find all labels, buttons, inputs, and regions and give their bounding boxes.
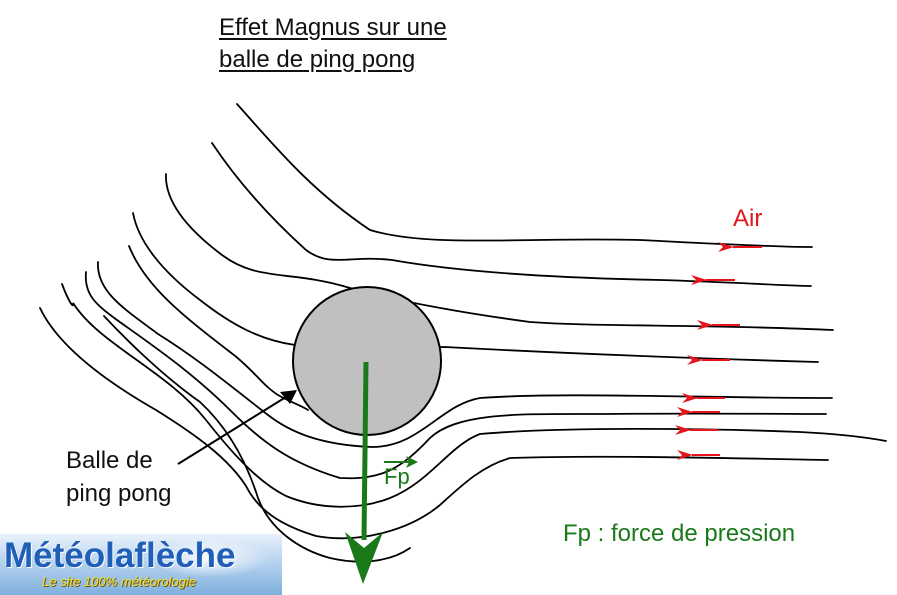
streamline-5 xyxy=(128,245,309,411)
fp-label: Fp xyxy=(384,464,410,489)
logo-title: Météolaflèche xyxy=(4,536,236,575)
title-line-2: balle de ping pong xyxy=(219,46,416,73)
streamline-9 xyxy=(39,307,829,540)
streamlines xyxy=(39,103,887,563)
streamline-4 xyxy=(132,212,819,363)
streamline-1 xyxy=(236,103,813,248)
title-line-1: Effet Magnus sur une xyxy=(219,14,447,41)
streamline-3 xyxy=(165,173,834,331)
streamline-8 xyxy=(61,283,887,508)
streamline-2 xyxy=(211,142,812,287)
logo-subtitle: Le site 100% météorologie xyxy=(42,574,196,589)
streamline-6 xyxy=(97,261,833,448)
logo-cloud xyxy=(150,538,270,578)
force-arrow xyxy=(345,361,383,584)
ball-label-line-2: ping pong xyxy=(66,480,172,507)
small-fp-arrow xyxy=(384,456,418,468)
pointer-arrow xyxy=(177,390,297,465)
air-label: Air xyxy=(733,205,763,232)
fp-legend: Fp : force de pression xyxy=(563,520,796,547)
ball-label-line-1: Balle de xyxy=(66,447,153,474)
air-flow-arrows xyxy=(675,242,762,460)
site-logo: Météolaflèche Le site 100% météorologie xyxy=(0,534,282,595)
streamline-10 xyxy=(103,315,411,563)
streamline-7 xyxy=(84,271,827,480)
